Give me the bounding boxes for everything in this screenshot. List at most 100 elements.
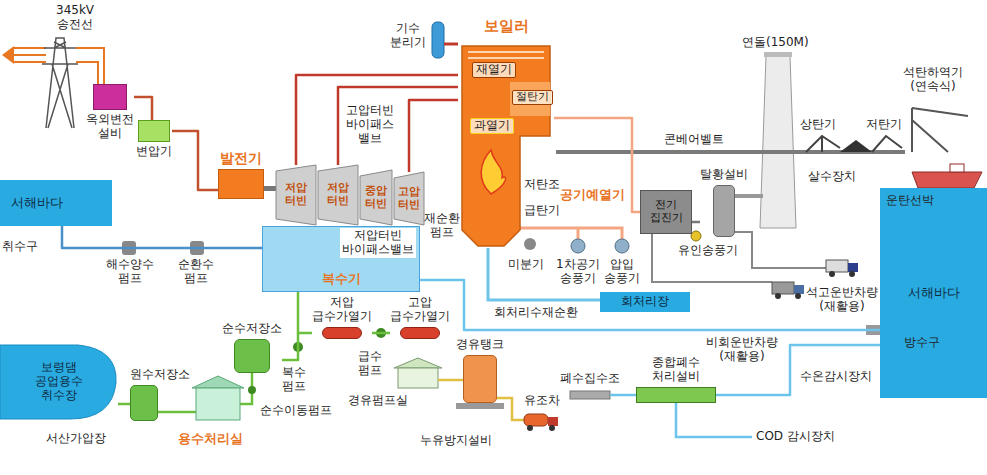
part-label: 순수이동펌프 (260, 404, 332, 418)
transmission-line (14, 48, 46, 62)
part-label: 비회운반차량 (재활용) (706, 336, 778, 364)
part-label: 수온감시장치 (800, 370, 872, 384)
part-label: 상탄기 (800, 118, 836, 132)
part-label: 압입 송풍기 (604, 258, 640, 286)
equipment-shape (713, 185, 735, 237)
steam-separator (432, 22, 444, 58)
ship-bridge (950, 164, 964, 172)
node-label: 발전기 (220, 150, 262, 166)
equipment-shape (636, 387, 716, 403)
node-label: 경유탱크 (456, 338, 504, 352)
node-label: 변압기 (136, 145, 172, 159)
transmission-tower (42, 38, 78, 128)
part-label: 345kV 송전선 (56, 4, 94, 32)
substation-unit: 옥외변전 설비 (86, 84, 134, 141)
equipment-shape (218, 169, 264, 199)
pipe-connector (409, 100, 458, 172)
part-label: 경유펌프실 (348, 394, 408, 408)
truck-tank (524, 414, 548, 426)
forced-draft-fan (615, 239, 629, 253)
gypsum-conveyor (735, 232, 826, 268)
truck-cab (548, 417, 558, 426)
part-label: 콘베어벨트 (664, 133, 724, 147)
desulfurizer-unit: 탈황설비 (700, 168, 748, 237)
pipe-connector (554, 118, 640, 212)
truck-body (826, 260, 848, 272)
part-label: 재순환 펌프 (424, 212, 460, 240)
equipment-shape (138, 120, 170, 142)
wastewater-unit: 종합폐수 처리설비 (636, 356, 716, 403)
reservoir-region: 보령댐 공업용수 취수장 (0, 345, 118, 419)
truck-wheel (775, 293, 781, 299)
chimney-cap (764, 52, 792, 57)
node-label: 재열기 (476, 63, 512, 77)
node-label: 종합폐수 처리설비 (652, 356, 700, 384)
part-label: 유조차 (524, 394, 560, 408)
ash-pipe (488, 248, 600, 300)
turbine-casing: 고압 터빈 (394, 172, 424, 225)
ship-unloader (912, 108, 968, 152)
air-duct (520, 228, 622, 239)
chimney (760, 56, 796, 228)
equipment-shape (130, 385, 158, 421)
turbine-shape (318, 165, 358, 225)
node-label: 서해바다 (11, 196, 63, 211)
pipe-connector (172, 131, 218, 190)
turbine-shape (394, 172, 424, 225)
part-label: 1차공기 송풍기 (556, 258, 600, 286)
node-label: 원수저장소 (130, 368, 190, 382)
part-label: 순환수 펌프 (178, 258, 214, 286)
truck-wheel (795, 293, 801, 299)
equipment-shape (463, 355, 497, 403)
coal-pile (840, 140, 872, 152)
part-label: 저탄조 (524, 178, 560, 192)
part-label: 서산가압장 (46, 432, 106, 446)
pipe-connector (62, 226, 262, 248)
power-line (76, 48, 104, 84)
steam-pipe (444, 43, 458, 46)
part-label: COD 감시장치 (756, 430, 835, 444)
node-label: 저압 급수가열기 (312, 296, 372, 324)
storage-tank: 원수저장소 (130, 368, 190, 421)
truck-wheel (527, 425, 533, 431)
node-label: 중압 터빈 (365, 185, 387, 210)
node-label: 순수저장소 (222, 322, 282, 336)
gypsum-truck (826, 260, 858, 277)
equipment-shape (93, 84, 127, 110)
pipe-connector (118, 403, 130, 406)
part-label: 석고운반차량 (재활용) (806, 286, 878, 314)
truck-cab (794, 285, 804, 294)
oil-truck (524, 414, 558, 431)
pulverizer (524, 238, 536, 250)
part-label: 급수 펌프 (358, 350, 382, 378)
spill-barrier (456, 403, 504, 409)
flue-duct (735, 194, 763, 198)
induced-draft-fan (691, 231, 701, 241)
condensate-pipe (297, 292, 300, 333)
storage-tank: 순수저장소 (222, 322, 282, 373)
part-label: 저압터빈 바이패스밸브 (340, 228, 416, 258)
burner-flame (481, 150, 505, 194)
oil-pump-house (398, 368, 438, 388)
pipe-connector (282, 333, 312, 360)
pipe-connector (296, 75, 458, 165)
sea-region: 서해바다 (0, 180, 112, 226)
equipment-shape (400, 327, 440, 339)
part-label: 미분기 (508, 258, 544, 272)
part-label: 급탄기 (524, 204, 560, 218)
transmission-arrow (2, 46, 14, 64)
wastewater-pit (570, 391, 610, 399)
part-label: 폐수집수조 (560, 372, 620, 386)
reclaimer (872, 136, 902, 152)
node-label: 절탄기 (516, 91, 549, 104)
part-label: 기수 분리기 (390, 22, 426, 50)
node-label: 복수기 (322, 272, 361, 287)
truck-body (772, 282, 794, 294)
part-label: 살수장치 (808, 170, 856, 184)
turbine-shape (360, 170, 392, 225)
part-label: 용수처리실 (178, 432, 243, 447)
feedwater-heater: 고압 급수가열기 (390, 296, 450, 339)
boiler-section: 절탄기 (512, 90, 553, 105)
node-label: 저압 터빈 (285, 182, 307, 207)
